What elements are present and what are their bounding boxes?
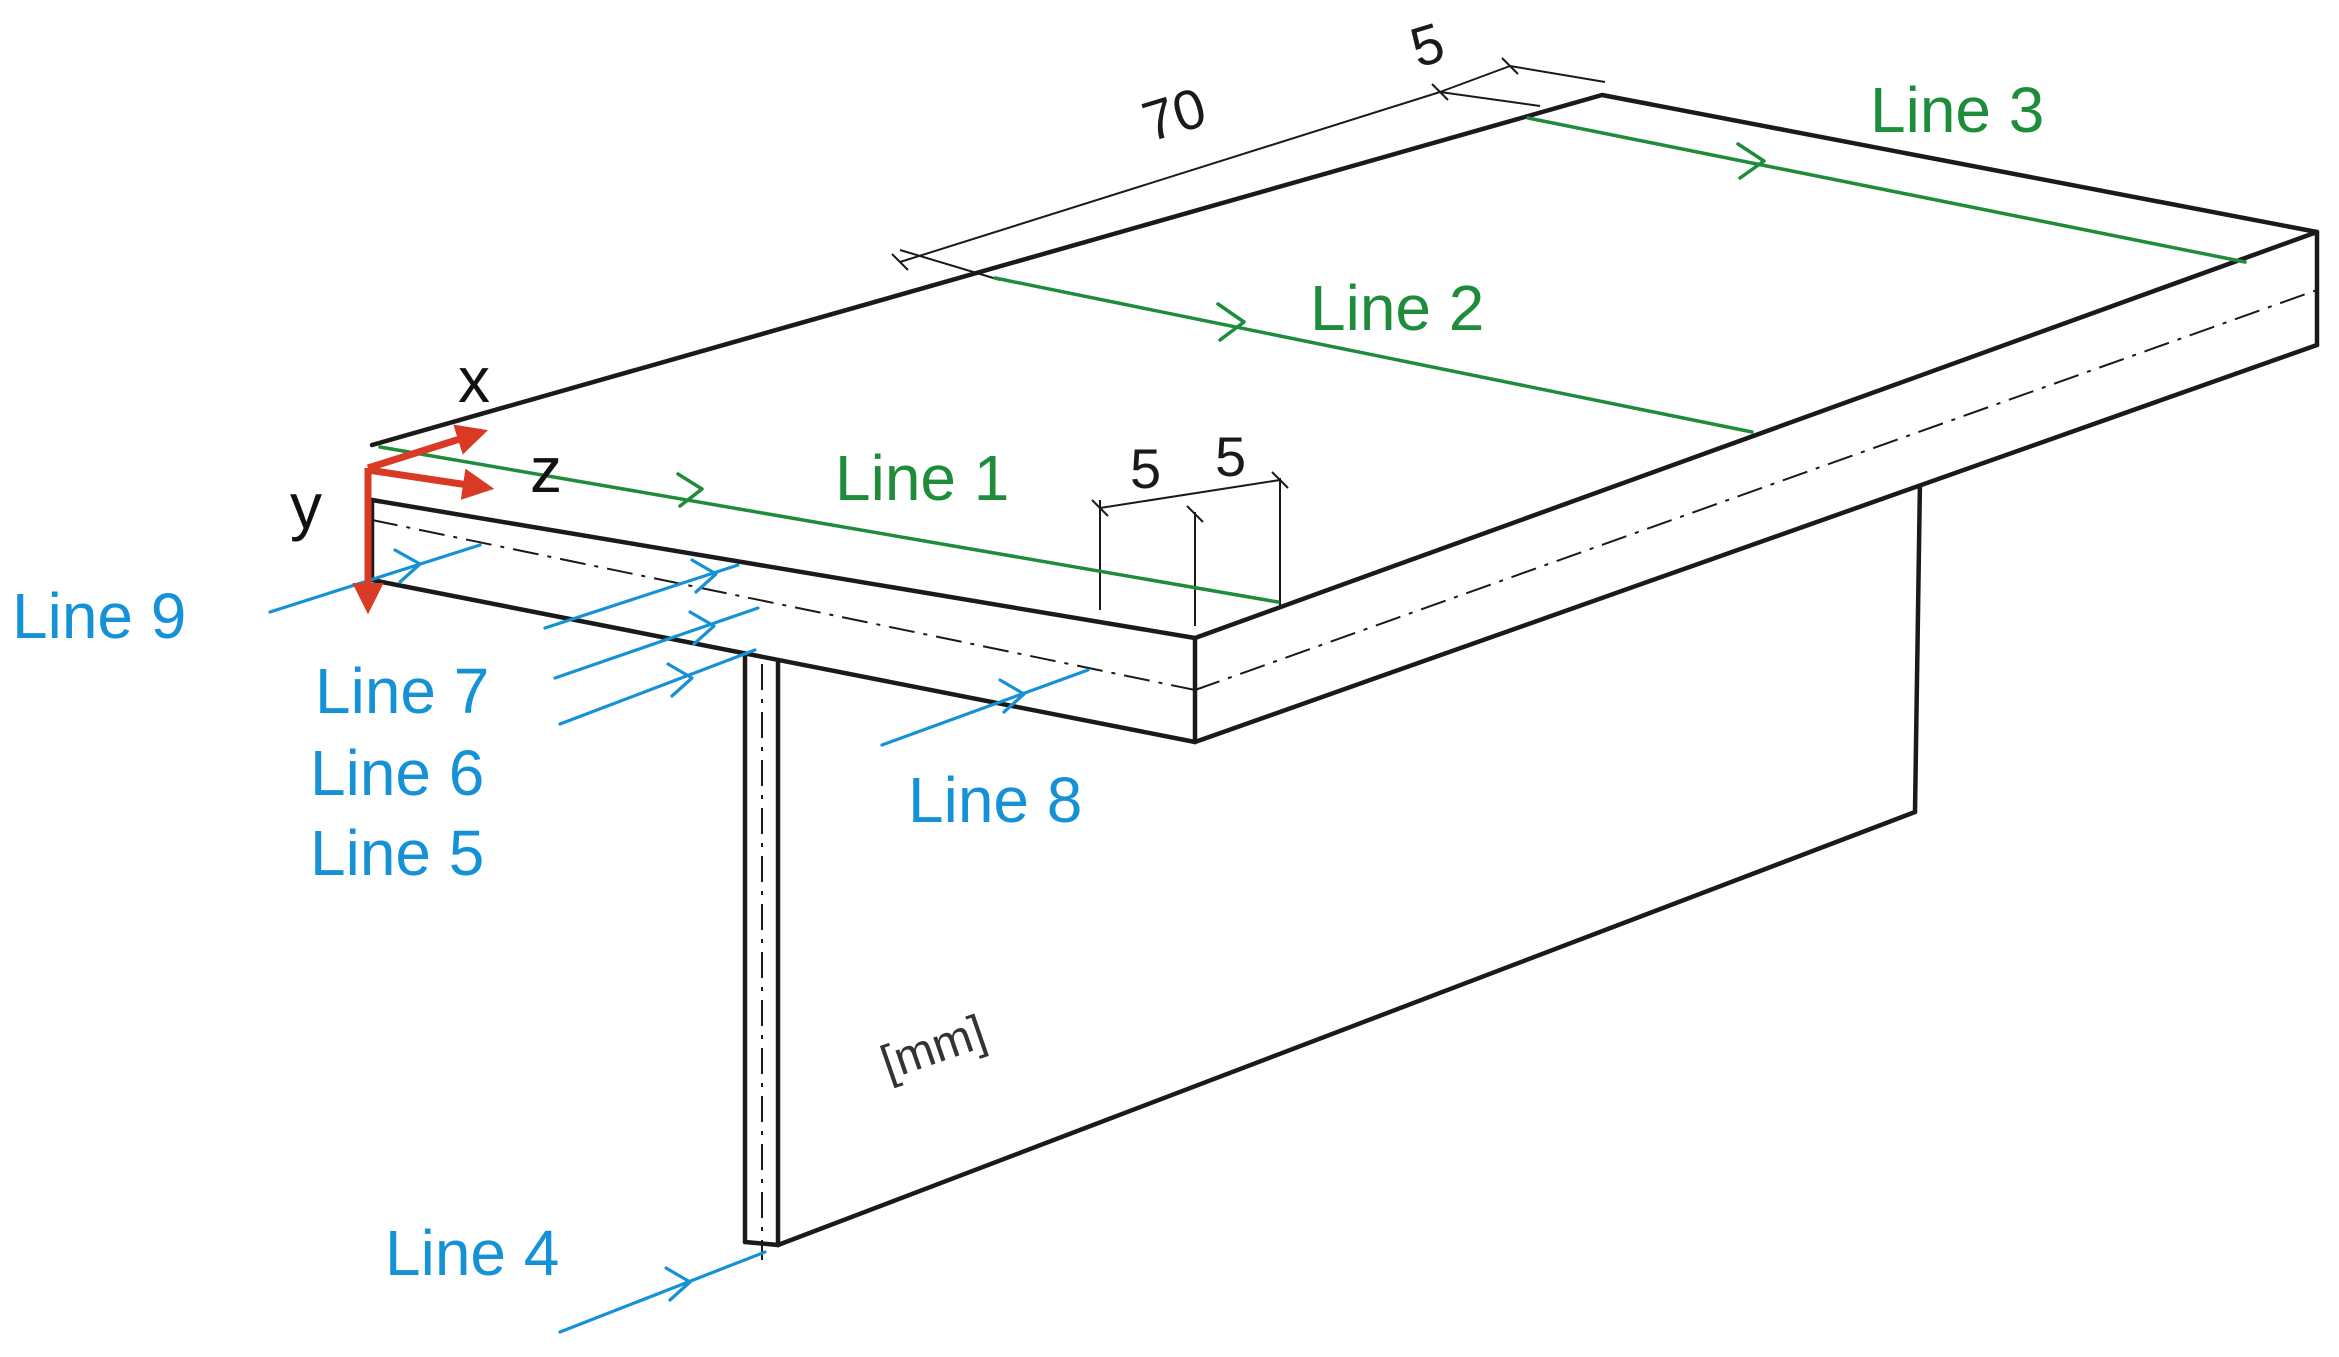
dimension-70-label: 70 [1135,75,1213,153]
line-6-label: Line 6 [310,737,484,809]
line-5: Line 5 [310,648,757,889]
x-axis-arrow [366,424,489,472]
z-axis-arrow [367,466,495,500]
flange-centerline-side [1194,289,2318,691]
y-axis-label: y [290,470,322,542]
line-3-label: Line 3 [1870,74,2044,146]
line-7: Line 7 [315,558,740,727]
line-4: Line 4 [385,1217,767,1334]
line-2-label: Line 2 [1310,272,1484,344]
line-9-label: Line 9 [12,580,186,652]
line-6: Line 6 [310,606,760,809]
line-9: Line 9 [12,543,482,652]
line-1: Line 1 [378,442,1280,604]
flange-slab [369,92,2320,745]
z-axis-label: z [530,434,562,506]
line-2: Line 2 [993,272,1754,434]
line-5-label: Line 5 [310,817,484,889]
dimension-offsets-5-5: 5 5 [1091,425,1289,626]
coordinate-axes: x z y [290,344,562,615]
line-3: Line 3 [1526,74,2247,264]
dimension-edge-5: 5 [1403,10,1606,93]
line-1-label: Line 1 [835,442,1009,514]
x-axis-label: x [458,344,490,416]
dimension-offset-a-label: 5 [1130,437,1161,500]
flange-centerline-front [371,519,1196,691]
dimension-edge-5-label: 5 [1403,10,1451,79]
dimension-offset-b-label: 5 [1215,425,1246,488]
line-7-label: Line 7 [315,655,489,727]
line-4-label: Line 4 [385,1217,559,1289]
line-8-label: Line 8 [908,764,1082,836]
line-8: Line 8 [880,668,1090,836]
